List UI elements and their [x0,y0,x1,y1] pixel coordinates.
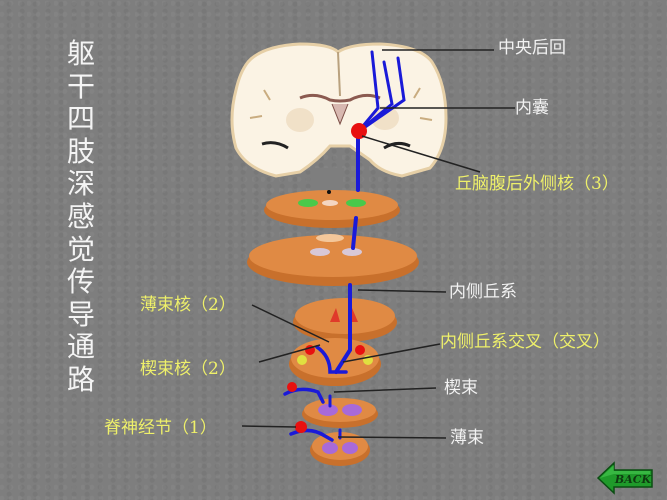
title-char: 觉 [66,232,95,266]
title-char: 四 [66,102,95,136]
label-spinal-ganglion: 脊神经节（1） [104,418,217,438]
title-char: 通 [66,330,95,364]
label-vpl-thalamus: 丘脑腹后外侧核（3） [455,174,619,194]
medulla-nucleus-dot [287,382,297,392]
title-char: 躯 [66,37,95,70]
lower-medulla-section [289,338,381,386]
label-internal-capsule: 内囊 [515,98,549,118]
back-arrow-icon: BACK [596,461,653,495]
title-char: 干 [66,69,95,103]
back-button[interactable]: BACK [596,460,656,496]
brain-coronal-section [230,42,448,190]
spinal-ganglion-dot [295,421,307,433]
label-gracile-fasciculus: 薄束 [450,428,484,448]
title-char: 传 [66,265,95,299]
spinal-cord-lower-section [310,432,370,466]
title-char: 肢 [66,134,95,168]
upper-medulla-section [293,298,397,342]
label-gracile-nucleus: 薄束核（2） [140,295,236,315]
title-char: 导 [66,297,95,331]
label-cuneate-fasciculus: 楔束 [444,378,478,398]
title-char: 路 [66,362,95,396]
label-medial-lemniscus-decussation: 内侧丘系交叉（交叉） [440,332,610,352]
title-char: 感 [66,199,95,233]
leader-lines [241,49,515,439]
back-label: BACK [614,473,652,486]
spinal-cord-upper-section [302,398,378,428]
page-title: 躯 干 四 肢 深 感 觉 传 导 通 路 [63,37,99,397]
thalamus-nucleus-dot [351,123,367,139]
sensory-pathway [283,50,406,442]
midbrain-section [264,190,400,228]
label-medial-lemniscus: 内侧丘系 [449,282,517,302]
title-char: 深 [66,167,95,201]
label-central-gyrus: 中央后回 [498,38,566,58]
label-cuneate-nucleus: 楔束核（2） [140,359,236,379]
pons-section [247,234,419,286]
